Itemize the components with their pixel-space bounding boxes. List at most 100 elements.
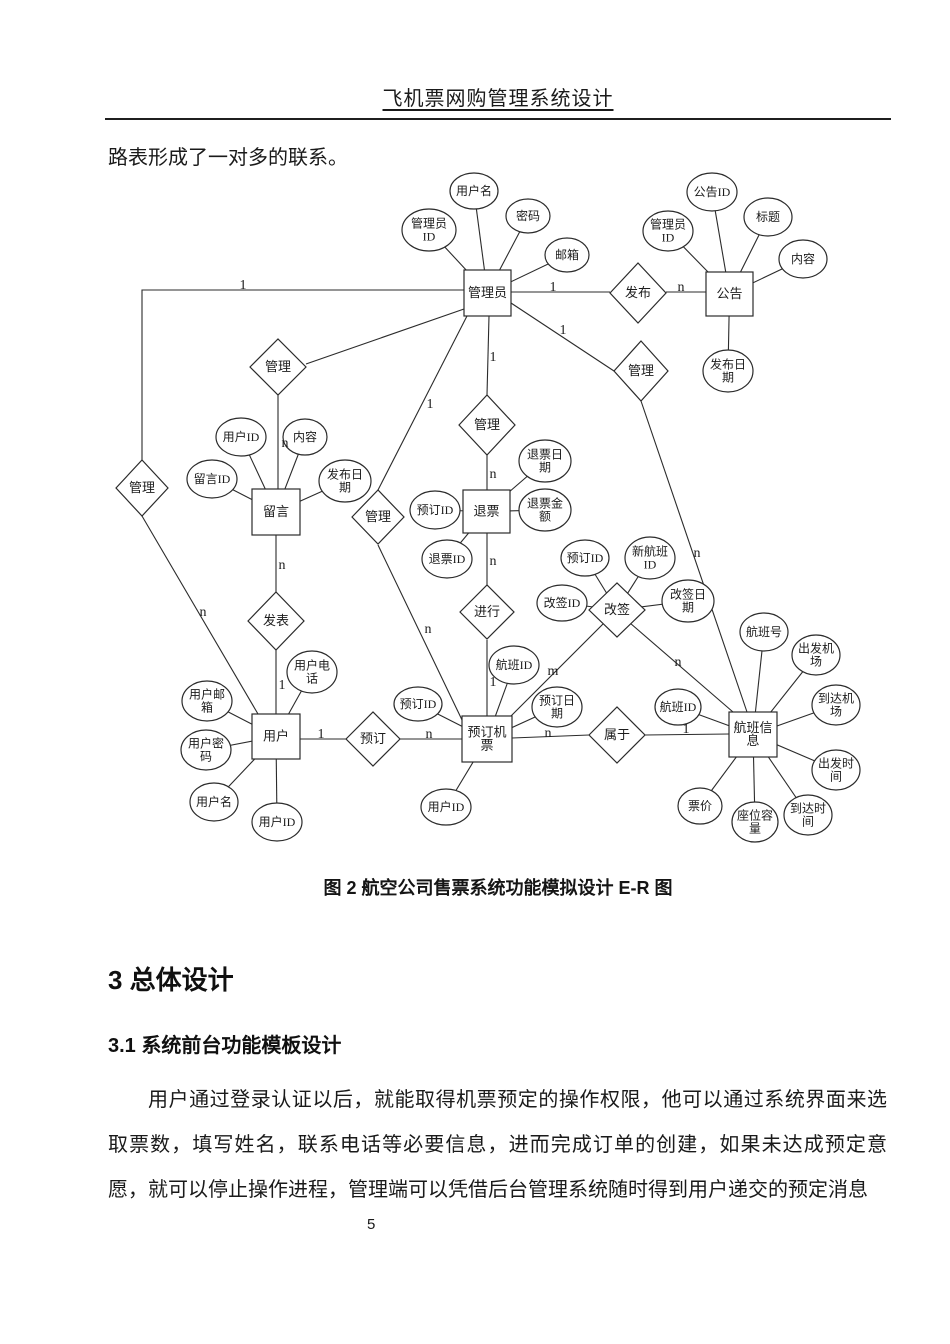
- attr-admin-password: [505, 198, 551, 234]
- edge-1-cardinality: n: [678, 280, 685, 295]
- rel-post-label: 发表: [263, 613, 289, 628]
- attr-msg-content: [282, 418, 328, 456]
- attr-rebook-booking-id-label: 预订ID: [567, 551, 604, 565]
- attr-user-email-label: 用户邮箱: [189, 687, 225, 715]
- figure-caption: 图 2 航空公司售票系统功能模拟设计 E-R 图: [323, 878, 673, 898]
- edge-10-cardinality: 1: [427, 397, 434, 412]
- attr-booking-id-label: 预订ID: [400, 697, 437, 711]
- attr-ann-id-label: 公告ID: [694, 185, 731, 199]
- entity-message: [251, 488, 301, 536]
- attr-rebook-new-flight-id: [624, 536, 676, 580]
- rel-manage-message-label: 管理: [265, 359, 291, 374]
- attr-flight-arr-time-label: 到达时间: [790, 802, 826, 829]
- attr-rebook-date: [661, 579, 715, 623]
- edge-19-cardinality: 1: [683, 722, 690, 737]
- entity-message-label: 留言: [263, 504, 289, 519]
- attr-flight-dep-time: [811, 749, 861, 791]
- attr-refund-id-label: 退票ID: [429, 552, 466, 566]
- attr-admin-username: [449, 172, 499, 210]
- rel-publish-label: 发布: [625, 285, 651, 300]
- edge-21-cardinality: n: [675, 655, 682, 670]
- edge-7-cardinality: n: [282, 436, 289, 451]
- attr-booking-date: [531, 686, 583, 728]
- edge-6: [305, 308, 465, 365]
- attr-refund-date: [518, 439, 572, 483]
- attr-flight-arr-airport-label: 到达机场: [818, 692, 854, 719]
- edge-5-cardinality: n: [200, 605, 207, 620]
- attr-rebook-id-label: 改签ID: [544, 595, 581, 610]
- attr-msg-id: [186, 459, 238, 499]
- attr-flight-id: [654, 688, 702, 726]
- attr-admin-username-label: 用户名: [456, 183, 492, 198]
- edge-2-cardinality: 1: [560, 323, 567, 338]
- entity-flight-info-label: 航班信息: [733, 720, 772, 748]
- edge-12-cardinality: n: [490, 554, 497, 569]
- attr-refund-booking-id-label: 预订ID: [417, 503, 454, 517]
- edge-4: [141, 289, 464, 460]
- attr-flight-price-label: 票价: [688, 799, 712, 813]
- edge-21: [629, 622, 734, 713]
- edge-2: [510, 302, 615, 372]
- edge-11: [377, 544, 464, 723]
- attr-booking-user-id: [420, 788, 472, 826]
- attr-user-name-label: 用户名: [196, 794, 232, 809]
- rel-belong-label: 属于: [604, 727, 630, 742]
- attr-booking-date-label: 预订日期: [539, 694, 575, 721]
- entity-refund: [462, 489, 511, 534]
- entity-user: [251, 713, 301, 760]
- rel-manage-refund: [458, 394, 516, 456]
- attr-flight-number: [739, 612, 789, 652]
- attr-flight-arr-airport: [811, 684, 861, 726]
- attr-msg-user-id-label: 用户ID: [223, 429, 260, 444]
- rel-manage-user-label: 管理: [129, 480, 155, 495]
- attr-booking-flight-id: [488, 645, 540, 685]
- attr-ann-pubdate-label: 发布日期: [710, 357, 746, 385]
- attr-flight-arr-time: [783, 794, 833, 836]
- edge-15-cardinality: 1: [279, 678, 286, 693]
- edge-3-cardinality: n: [694, 546, 701, 561]
- attr-user-id-label: 用户ID: [259, 814, 296, 829]
- rel-proceed: [459, 584, 515, 640]
- attr-refund-date-label: 退票日期: [527, 448, 563, 475]
- attr-booking-id: [393, 686, 443, 722]
- entity-booking: [461, 715, 513, 763]
- rel-manage-message: [249, 338, 307, 396]
- attr-user-phone-label: 用户电话: [294, 658, 330, 686]
- attr-rebook-id: [536, 584, 588, 622]
- rel-book-label: 预订: [360, 731, 386, 746]
- attr-refund-amount: [518, 488, 572, 532]
- rel-manage-booking: [351, 489, 405, 545]
- intro-paragraph: 路表形成了一对多的联系。: [108, 147, 348, 169]
- rel-publish: [609, 262, 667, 324]
- edge-20: [509, 621, 606, 718]
- attr-flight-id-label: 航班ID: [660, 699, 697, 714]
- page-number: 5: [367, 1216, 376, 1233]
- attr-flight-capacity: [731, 801, 779, 843]
- edge-0-cardinality: 1: [550, 280, 557, 295]
- edge-19: [644, 733, 730, 736]
- attr-user-email: [181, 680, 233, 722]
- attr-flight-number-label: 航班号: [746, 624, 782, 639]
- attr-flight-dep-airport: [791, 634, 841, 676]
- attr-refund-amount-label: 退票金额: [527, 496, 563, 524]
- attr-msg-user-id: [215, 417, 267, 457]
- attr-user-password: [180, 729, 232, 771]
- attr-ann-pubdate: [702, 349, 754, 393]
- entity-flight-info: [728, 711, 778, 758]
- er-diagram: 管理员公告留言退票用户预订机票航班信息发布管理管理管理管理管理发表进行改签预订属…: [115, 172, 861, 843]
- attr-admin-id: [401, 208, 457, 252]
- entity-admin: [463, 269, 512, 317]
- attr-msg-pubdate: [318, 459, 372, 503]
- edge-17-cardinality: n: [426, 727, 433, 742]
- attr-refund-id: [421, 539, 473, 579]
- attr-admin-email: [544, 237, 590, 273]
- edge-16-cardinality: 1: [318, 727, 325, 742]
- rel-rebook-label: 改签: [604, 602, 630, 617]
- edge-9-cardinality: n: [490, 467, 497, 482]
- attr-ann-id: [686, 172, 738, 212]
- edge-18-cardinality: n: [545, 726, 552, 741]
- attr-admin-password-label: 密码: [516, 208, 540, 223]
- rel-post: [247, 591, 305, 651]
- attr-user-password-label: 用户密码: [188, 736, 224, 764]
